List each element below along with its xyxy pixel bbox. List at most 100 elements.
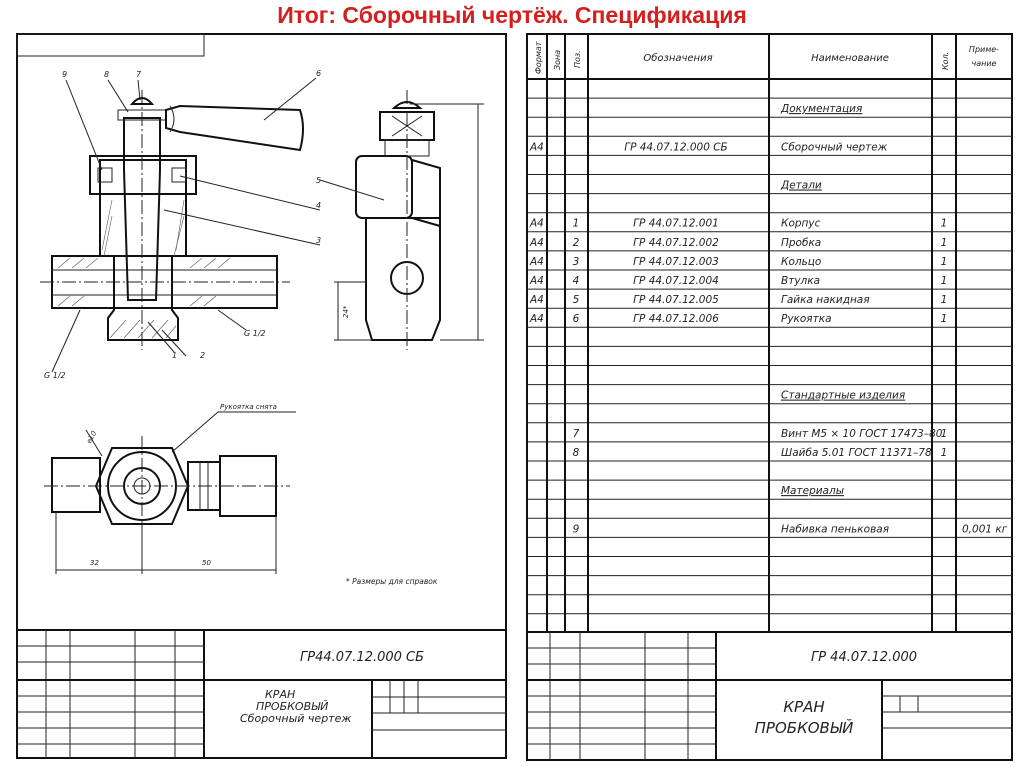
- thread-label-left: G 1/2: [44, 371, 66, 380]
- spec-row: 8 Шайба 5.01 ГОСТ 11371–78 1: [573, 447, 948, 459]
- cell-format: А4: [529, 313, 544, 325]
- drawing-stamp-code: ГР44.07.12.000 СБ: [300, 650, 424, 665]
- header-note-line1: Приме-: [969, 45, 999, 54]
- handle-removed-note: Рукоятка снята: [220, 403, 277, 411]
- spec-title-block: ГР 44.07.12.000 КРАН ПРОБКОВЫЙ: [527, 631, 1012, 760]
- cell-qty: 1: [941, 313, 948, 325]
- spec-row: А4 2 ГР 44.07.12.002 Пробка 1: [529, 237, 947, 249]
- cell-name: Сборочный чертеж: [781, 141, 888, 153]
- cell-designation: ГР 44.07.12.002: [633, 237, 719, 249]
- cell-format: А4: [529, 141, 544, 153]
- cell-pos: 5: [573, 294, 580, 306]
- cell-designation: ГР 44.07.12.005: [633, 294, 719, 306]
- spec-row: А4 6 ГР 44.07.12.006 Рукоятка 1: [529, 313, 947, 325]
- cell-name: Корпус: [781, 218, 821, 230]
- callout-3: 3: [316, 236, 321, 245]
- cell-qty: 1: [941, 218, 948, 230]
- cell-pos: 7: [573, 428, 580, 440]
- header-pos: Поз.: [573, 50, 582, 68]
- spec-row: Документация: [780, 103, 862, 115]
- cell-name: Материалы: [781, 485, 844, 497]
- cell-pos: 3: [573, 256, 580, 268]
- cell-designation: ГР 44.07.12.003: [633, 256, 719, 268]
- callout-5: 5: [316, 176, 321, 185]
- spec-row: А4 5 ГР 44.07.12.005 Гайка накидная 1: [529, 294, 947, 306]
- cell-qty: 1: [941, 447, 948, 459]
- cell-name: Рукоятка: [781, 313, 832, 325]
- cell-name: Гайка накидная: [781, 294, 870, 306]
- spec-stamp-name-2: ПРОБКОВЫЙ: [755, 718, 854, 737]
- callout-1: 1: [172, 351, 177, 360]
- cell-pos: 4: [573, 275, 580, 287]
- cell-qty: 1: [941, 275, 948, 287]
- cell-name: Набивка пеньковая: [781, 523, 889, 535]
- callout-9: 9: [62, 70, 67, 79]
- dim-50-label: 50: [202, 559, 211, 567]
- slide-title: Итог: Сборочный чертёж. Спецификация: [277, 2, 747, 28]
- spec-row: Стандартные изделия: [781, 390, 905, 402]
- side-view: 24*: [319, 90, 484, 350]
- dim-32-label: 32: [90, 559, 99, 567]
- cell-qty: 1: [941, 256, 948, 268]
- spec-stamp-code: ГР 44.07.12.000: [811, 650, 917, 665]
- spec-row: 7 Винт М5 × 10 ГОСТ 17473–801: [573, 428, 948, 440]
- header-format: Формат: [534, 41, 543, 74]
- cell-format: А4: [529, 256, 544, 268]
- cell-format: А4: [529, 218, 544, 230]
- callout-6: 6: [316, 69, 321, 78]
- assembly-drawing-sheet: 9 8 7 6 5 4 3 1 2 G 1/2 G 1/2: [16, 33, 507, 759]
- cell-format: А4: [529, 294, 544, 306]
- cell-note: 0,001 кг: [962, 523, 1008, 535]
- cell-designation: ГР 44.07.12.001: [633, 218, 719, 230]
- cell-name: Втулка: [781, 275, 820, 287]
- header-designation: Обозначения: [643, 52, 712, 64]
- spec-row: А4 ГР 44.07.12.000 СБ Сборочный чертеж: [529, 141, 888, 153]
- cell-name: Шайба 5.01 ГОСТ 11371–78: [781, 447, 932, 459]
- front-section-view: 9 8 7 6 5 4 3 1 2 G 1/2 G 1/2: [40, 69, 321, 380]
- cell-qty: 1: [941, 294, 948, 306]
- spec-row: Детали: [780, 180, 822, 192]
- thread-label-right: G 1/2: [244, 329, 266, 338]
- spec-row: Материалы: [781, 485, 844, 497]
- drawing-stamp-name-2: ПРОБКОВЫЙ: [256, 700, 328, 713]
- header-qty: Кол.: [941, 52, 950, 70]
- header-note-line2: чание: [972, 59, 997, 68]
- cell-name: Детали: [780, 180, 822, 192]
- spec-row: А4 3 ГР 44.07.12.003 Кольцо 1: [529, 256, 947, 268]
- specification-sheet: Формат Зона Поз. Обозначения Наименовани…: [526, 33, 1013, 761]
- spec-row: А4 4 ГР 44.07.12.004 Втулка 1: [529, 275, 947, 287]
- cell-designation: ГР 44.07.12.004: [633, 275, 719, 287]
- cell-qty: 1: [941, 237, 948, 249]
- cell-designation: ГР 44.07.12.000 СБ: [624, 141, 728, 153]
- cell-qty: 1: [941, 428, 948, 440]
- cell-name: Стандартные изделия: [781, 390, 905, 402]
- drawing-title-block: ГР44.07.12.000 СБ КРАН ПРОБКОВЫЙ Сборочн…: [16, 629, 507, 759]
- spec-row: 9 Набивка пеньковая 0,001 кг: [573, 523, 1008, 535]
- spec-stamp-name-1: КРАН: [783, 698, 824, 716]
- cell-pos: 8: [573, 447, 580, 459]
- dim-height-label: 24*: [342, 305, 350, 318]
- drawing-stamp-name-3: Сборочный чертеж: [240, 712, 351, 725]
- cell-name: Винт М5 × 10 ГОСТ 17473–80: [781, 428, 943, 440]
- spec-row: А4 1 ГР 44.07.12.001 Корпус 1: [529, 218, 947, 230]
- cell-pos: 1: [573, 218, 580, 230]
- header-name: Наименование: [811, 53, 889, 64]
- cell-pos: 9: [573, 523, 580, 535]
- header-zone: Зона: [553, 50, 562, 70]
- callout-7: 7: [136, 70, 142, 79]
- cell-name: Кольцо: [781, 256, 821, 268]
- reference-footnote: * Размеры для справок: [346, 577, 438, 586]
- callout-2: 2: [200, 351, 205, 360]
- cell-format: А4: [529, 275, 544, 287]
- cell-pos: 6: [573, 313, 580, 325]
- callout-4: 4: [316, 201, 321, 210]
- callout-8: 8: [104, 70, 109, 79]
- cell-pos: 2: [573, 237, 580, 249]
- cell-name: Пробка: [781, 237, 821, 249]
- cell-format: А4: [529, 237, 544, 249]
- top-view: Рукоятка снята ⌀10 32 50: [44, 403, 296, 574]
- cell-designation: ГР 44.07.12.006: [633, 313, 719, 325]
- drawing-stamp-name-1: КРАН: [265, 688, 295, 701]
